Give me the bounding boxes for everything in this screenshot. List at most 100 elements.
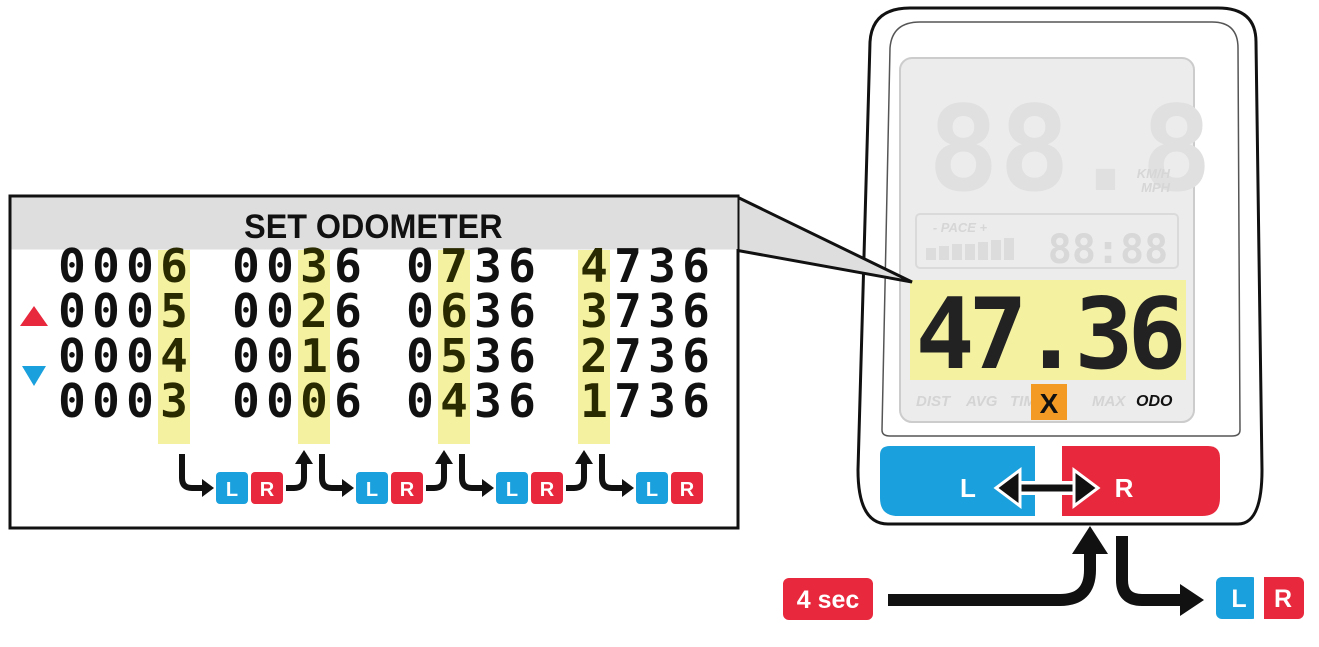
pair-right-box bbox=[391, 472, 423, 504]
odometer-digit: 0 bbox=[58, 239, 86, 293]
down-right-arrow-icon bbox=[179, 454, 204, 491]
arrow-head-icon bbox=[295, 450, 313, 464]
digit-highlight bbox=[578, 250, 610, 444]
arrow-head-icon bbox=[202, 479, 214, 497]
result-pair-right: R bbox=[1274, 585, 1292, 613]
odometer-digit: 6 bbox=[334, 239, 362, 293]
pair-left-box bbox=[356, 472, 388, 504]
mode-label-max: MAX bbox=[1092, 393, 1126, 410]
mode-label-odo: ODO bbox=[1136, 393, 1173, 410]
pair-left-label: L bbox=[226, 479, 238, 501]
left-device-button[interactable] bbox=[880, 446, 1035, 516]
speed-unit-bottom: MPH bbox=[1141, 180, 1171, 195]
odometer-digit: 4 bbox=[440, 374, 468, 428]
odometer-digit: 0 bbox=[232, 284, 260, 338]
hold-arrow bbox=[888, 548, 1096, 606]
odometer-digit: 6 bbox=[334, 284, 362, 338]
pair-left-box bbox=[496, 472, 528, 504]
odometer-digit: 6 bbox=[508, 374, 536, 428]
pace-row-frame bbox=[915, 213, 1179, 269]
odometer-digit: 3 bbox=[648, 284, 676, 338]
speed-unit-top: KM/H bbox=[1137, 166, 1171, 181]
callout-pointer bbox=[734, 194, 913, 284]
odometer-digit: 4 bbox=[160, 329, 188, 383]
right-up-arrow-icon bbox=[286, 462, 307, 491]
odometer-digit: 0 bbox=[300, 374, 328, 428]
odometer-value: 47.36 bbox=[915, 278, 1181, 392]
panel-title: SET ODOMETER bbox=[244, 208, 502, 246]
down-arrow-icon bbox=[22, 366, 46, 386]
odometer-digit: 6 bbox=[682, 329, 710, 383]
odometer-digit: 0 bbox=[266, 284, 294, 338]
hold-badge: 4 sec bbox=[797, 586, 860, 614]
odometer-digit: 6 bbox=[682, 284, 710, 338]
odometer-digit: 0 bbox=[232, 374, 260, 428]
odometer-digit: 0 bbox=[406, 284, 434, 338]
digit-highlight bbox=[438, 250, 470, 444]
odometer-digit: 1 bbox=[580, 374, 608, 428]
odometer-digit: 6 bbox=[508, 329, 536, 383]
arrow-head-icon bbox=[622, 479, 634, 497]
pair-right-label: R bbox=[260, 479, 275, 501]
swap-arrow-icon bbox=[993, 467, 1101, 509]
hold-instruction: 4 sec L R bbox=[783, 526, 1304, 620]
up-arrow-icon bbox=[20, 306, 48, 326]
odometer-digit: 5 bbox=[440, 329, 468, 383]
arrow-head-icon bbox=[435, 450, 453, 464]
pair-left-box bbox=[636, 472, 668, 504]
right-device-button[interactable] bbox=[1062, 446, 1220, 516]
left-device-button-label: L bbox=[960, 473, 976, 503]
down-right-arrow-icon bbox=[599, 454, 624, 491]
odometer-digit: 3 bbox=[474, 329, 502, 383]
odometer-digit: 0 bbox=[266, 329, 294, 383]
odometer-digit: 3 bbox=[474, 374, 502, 428]
arrow-head-icon bbox=[482, 479, 494, 497]
odometer-digit: 6 bbox=[334, 329, 362, 383]
odometer-digit: 0 bbox=[92, 329, 120, 383]
odometer-digit: 3 bbox=[300, 239, 328, 293]
odometer-digit: 3 bbox=[648, 239, 676, 293]
pair-left-label: L bbox=[506, 479, 518, 501]
pair-right-label: R bbox=[540, 479, 555, 501]
result-button-pair: L R bbox=[1216, 577, 1304, 619]
digit-highlight bbox=[158, 250, 190, 444]
arrow-head-icon bbox=[342, 479, 354, 497]
odometer-digit: 2 bbox=[300, 284, 328, 338]
pair-right-box bbox=[671, 472, 703, 504]
odometer-digit: 0 bbox=[126, 284, 154, 338]
right-up-arrow-icon bbox=[426, 462, 447, 491]
pace-label: - PACE + bbox=[933, 220, 988, 235]
odometer-digit: 6 bbox=[682, 239, 710, 293]
speed-digits: 88.8 bbox=[928, 80, 1212, 218]
odometer-digit: 3 bbox=[474, 239, 502, 293]
panel-title-bar bbox=[11, 197, 737, 250]
mode-label-dist: DIST bbox=[916, 393, 952, 410]
odometer-digit: 7 bbox=[614, 329, 642, 383]
odometer-digit: 3 bbox=[474, 284, 502, 338]
odometer-digit: 2 bbox=[580, 329, 608, 383]
odometer-digit: 7 bbox=[614, 239, 642, 293]
odometer-digit: 6 bbox=[160, 239, 188, 293]
odometer-digit: 0 bbox=[92, 239, 120, 293]
odometer-digit: 0 bbox=[232, 239, 260, 293]
odometer-digit: 6 bbox=[508, 284, 536, 338]
odometer-digit: 6 bbox=[440, 284, 468, 338]
odometer-digit: 0 bbox=[126, 329, 154, 383]
odometer-digit: 0 bbox=[58, 374, 86, 428]
odometer-digit: 3 bbox=[648, 329, 676, 383]
pair-right-box bbox=[531, 472, 563, 504]
pair-right-box bbox=[251, 472, 283, 504]
x-marker-badge bbox=[1031, 384, 1067, 420]
pair-right-label: R bbox=[680, 479, 695, 501]
release-arrow-head-icon bbox=[1180, 584, 1204, 616]
odometer-digit: 0 bbox=[58, 329, 86, 383]
odometer-digit: 0 bbox=[92, 284, 120, 338]
pair-left-label: L bbox=[646, 479, 658, 501]
